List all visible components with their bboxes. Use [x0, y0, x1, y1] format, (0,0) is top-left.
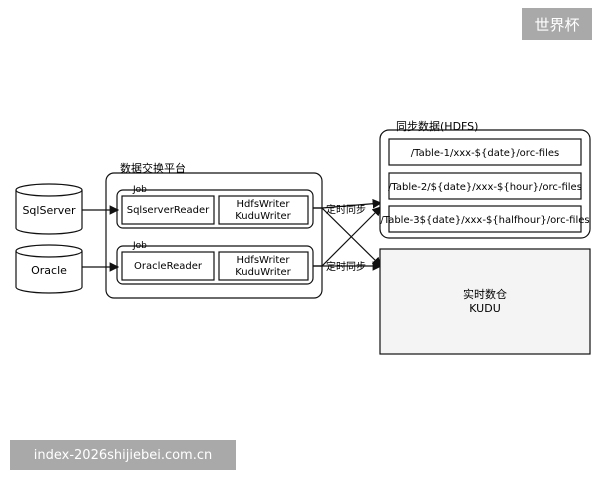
hdfs-table-1-path: /Table-1/xxx-${date}/orc-files: [411, 148, 560, 159]
job-2-writer-box: [218, 251, 309, 281]
hdfs-title: 同步数据(HDFS): [396, 119, 478, 133]
kudu-label: KUDU: [469, 302, 501, 315]
oracle-reader-label: OracleReader: [134, 261, 203, 272]
job-2-container: [116, 245, 314, 285]
job-1-hdfs-writer-label: HdfsWriter: [236, 199, 290, 210]
job-1-container: [116, 189, 314, 229]
job-2-kudu-writer-label: KuduWriter: [235, 267, 291, 278]
sqlserver-reader-label: SqlserverReader: [127, 205, 210, 216]
oracle-label: Oracle: [31, 264, 67, 277]
hdfs-table-2-path: /Table-2/${date}/xxx-${hour}/orc-files: [388, 182, 582, 193]
job-1-to-hdfs-arrow: [313, 198, 383, 209]
job-1-writer-box: [218, 195, 309, 225]
hdfs-table-3-box: [388, 205, 582, 233]
job-2-label: Job: [132, 241, 147, 251]
job-2-hdfs-writer-label: HdfsWriter: [236, 255, 290, 266]
sqlserver-label: SqlServer: [22, 204, 76, 217]
watermark-badge: 世界杯: [522, 8, 592, 40]
kudu-title: 实时数仓: [463, 287, 507, 301]
platform-container: [105, 172, 323, 299]
sqlserver-reader-box: [121, 195, 215, 225]
job-1-kudu-writer-label: KuduWriter: [235, 211, 291, 222]
oracle-source: Oracle: [15, 244, 83, 294]
edge-label-schedule-sync-1: 定时同步: [326, 203, 366, 216]
sqlserver-source: SqlServer: [15, 183, 83, 235]
platform-title: 数据交换平台: [120, 161, 186, 175]
watermark-footer: index-2026shijiebei.com.cn: [10, 440, 236, 470]
oracle-reader-box: [121, 251, 215, 281]
edge-label-schedule-sync-2: 定时同步: [326, 260, 366, 273]
job-1-label: Job: [132, 185, 147, 195]
hdfs-table-3-path: /Table-3${date}/xxx-${halfhour}/orc-file…: [380, 215, 589, 226]
hdfs-table-2-box: [388, 172, 582, 200]
hdfs-table-1-box: [388, 138, 582, 166]
kudu-box: [379, 248, 591, 355]
